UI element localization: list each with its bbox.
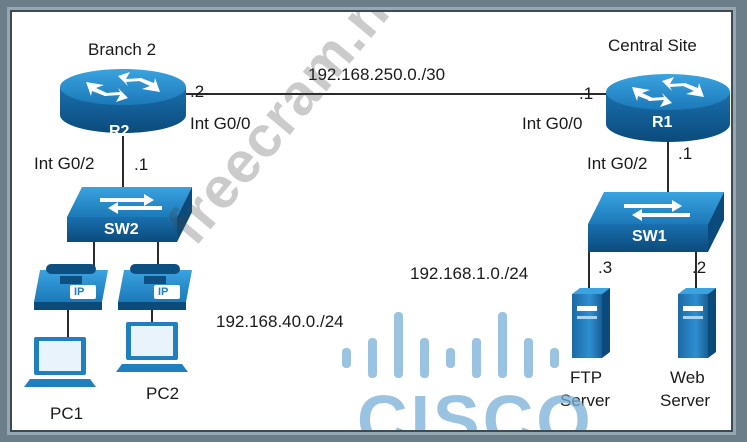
r2-lan-host-label: .1 — [134, 155, 149, 174]
r1-wan-host-label: .1 — [579, 84, 594, 103]
network-diagram: R2 R1 SW2 SW1 IP IP Branch 2 Central Sit… — [10, 10, 733, 432]
cisco-logo-text: CISCO — [357, 381, 594, 432]
router-r1-label: R1 — [652, 114, 673, 131]
branch-site-label: Branch 2 — [88, 40, 157, 59]
pc2-label: PC2 — [146, 384, 180, 403]
switch-sw2[interactable] — [67, 187, 192, 242]
ip-phone-2[interactable] — [118, 264, 192, 310]
switch-sw1-label: SW1 — [632, 228, 667, 245]
ftp-server-label-line1: FTP — [570, 368, 603, 387]
router-r2[interactable] — [60, 69, 186, 133]
switch-sw1[interactable] — [588, 192, 724, 252]
ip-phone-1[interactable] — [34, 264, 108, 310]
branch-lan-network-label: 192.168.40.0./24 — [216, 312, 344, 331]
wan-network-label: 192.168.250.0./30 — [308, 65, 446, 84]
ftp-server-label-line2: Server — [560, 391, 611, 410]
switch-arrows-icon — [100, 194, 162, 214]
cisco-logo-bars-icon — [342, 312, 559, 378]
web-host-label: .2 — [692, 258, 707, 277]
pc2[interactable] — [116, 322, 188, 372]
pc1-label: PC1 — [50, 404, 84, 423]
phone-2-ip-label: IP — [158, 286, 169, 298]
switch-arrows-icon — [624, 200, 690, 221]
router-r2-label: R2 — [109, 123, 130, 140]
ftp-host-label: .3 — [598, 258, 613, 277]
router-arrows-icon — [632, 77, 704, 107]
router-arrows-icon — [86, 72, 160, 102]
r2-wan-interface-label: Int G0/0 — [190, 114, 251, 133]
central-site-label: Central Site — [608, 36, 697, 55]
ftp-server[interactable] — [572, 288, 610, 358]
switch-sw2-label: SW2 — [104, 221, 139, 238]
web-server-label-line1: Web — [670, 368, 705, 387]
central-lan-network-label: 192.168.1.0./24 — [410, 264, 529, 283]
web-server-label-line2: Server — [660, 391, 711, 410]
r1-lan-host-label: .1 — [678, 144, 693, 163]
r1-lan-interface-label: Int G0/2 — [587, 154, 648, 173]
diagram-canvas — [24, 69, 730, 387]
web-server[interactable] — [678, 288, 716, 358]
router-r1[interactable] — [606, 74, 730, 142]
phone-1-ip-label: IP — [74, 286, 85, 298]
r2-lan-interface-label: Int G0/2 — [34, 154, 95, 173]
pc1[interactable] — [24, 337, 96, 387]
r1-wan-interface-label: Int G0/0 — [522, 114, 583, 133]
r2-wan-host-label: .2 — [190, 82, 205, 101]
